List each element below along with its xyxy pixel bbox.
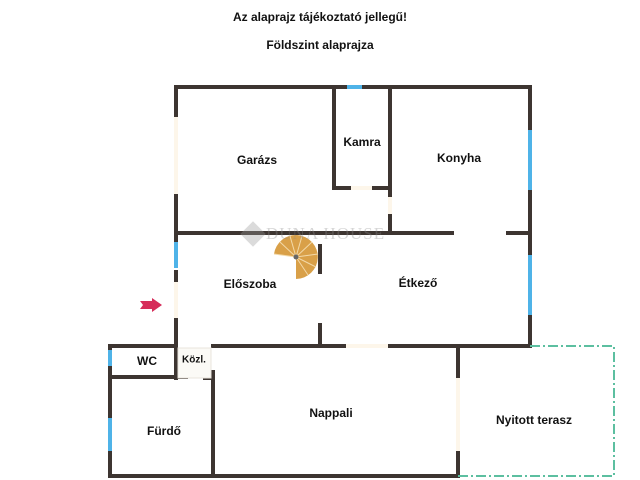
room-label-etkezo: Étkező [398, 276, 438, 290]
room-label-garazs: Garázs [236, 153, 278, 167]
room-label-nappali: Nappali [309, 406, 353, 420]
spiral-staircase-icon [273, 235, 319, 279]
duna-house-logo-icon [240, 221, 266, 247]
room-label-konyha: Konyha [436, 151, 482, 165]
room-label-eloszoba: Előszoba [223, 277, 277, 291]
room-label-furdo: Fürdő [147, 424, 181, 438]
kozl-area [177, 347, 212, 379]
entrance-arrow-icon [140, 298, 162, 312]
disclaimer-text: Az alaprajz tájékoztató jellegű! [232, 10, 408, 24]
room-label-kozl: Közl. [182, 354, 206, 366]
floor-title: Földszint alaprajza [266, 38, 374, 52]
terrace-outline [458, 345, 615, 477]
room-label-wc: WC [137, 354, 157, 368]
watermark: DUNA HOUSE [240, 221, 386, 247]
room-label-terasz: Nyitott terasz [495, 413, 573, 427]
watermark-text: DUNA HOUSE [266, 224, 386, 243]
room-label-kamra: Kamra [343, 135, 381, 149]
